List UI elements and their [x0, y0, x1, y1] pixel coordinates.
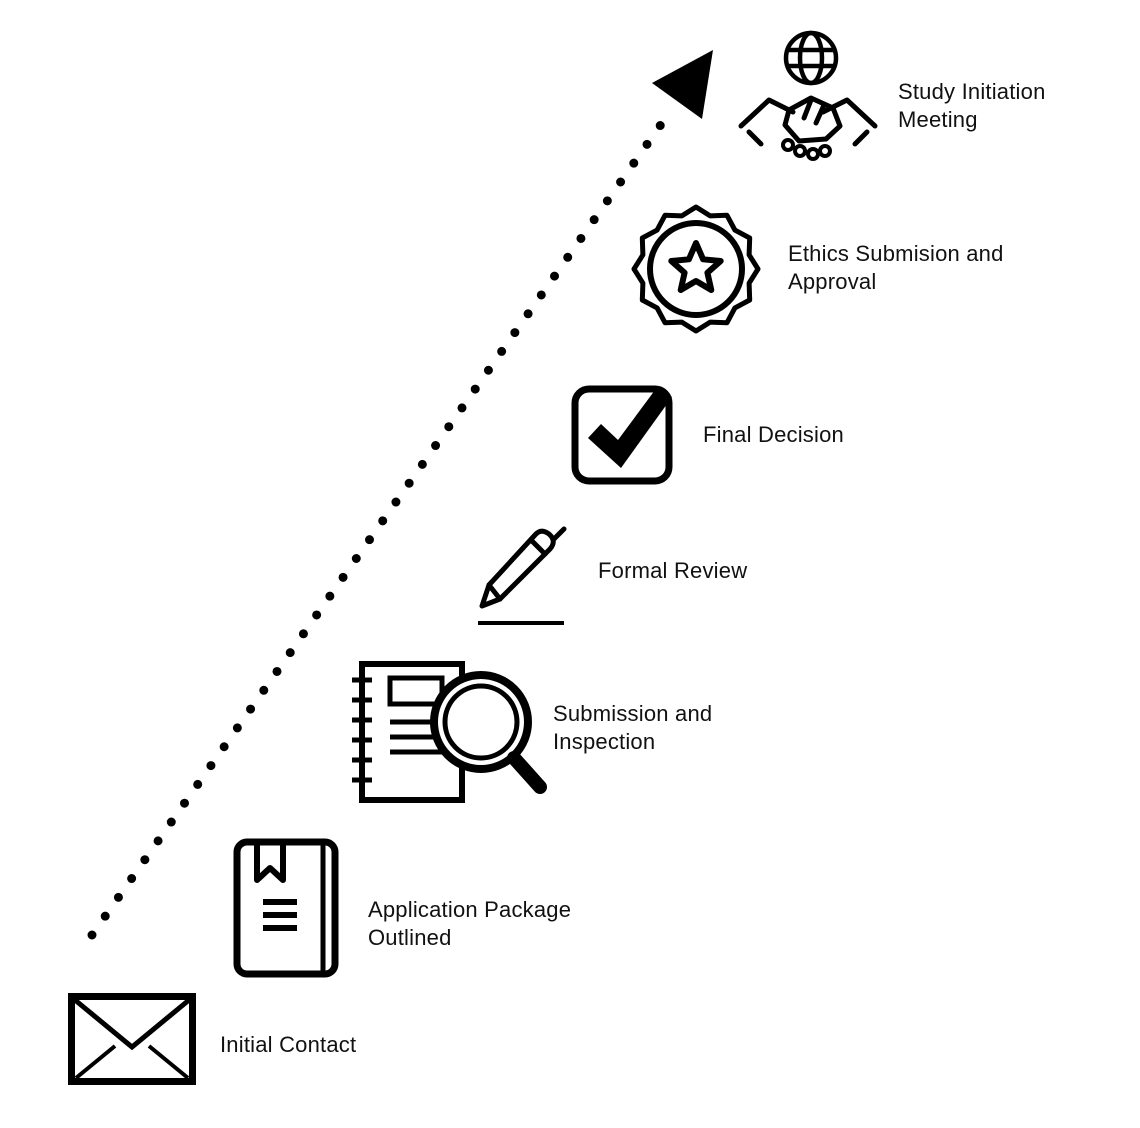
envelope-icon — [68, 993, 196, 1085]
notebook-magnifier-icon — [352, 661, 547, 803]
step-label-formal-review: Formal Review — [598, 558, 748, 583]
step-label-application-package: Application Package Outlined — [368, 897, 572, 950]
arrowhead-icon — [652, 50, 713, 119]
step-label-final-decision: Final Decision — [703, 422, 844, 447]
book-bookmark-icon — [233, 838, 339, 978]
step-label-ethics-approval: Ethics Submision and Approval — [788, 241, 1004, 294]
dotted-line — [87, 118, 667, 940]
handshake-globe-icon — [738, 30, 878, 161]
step-label-submission-inspection: Submission and Inspection — [553, 701, 713, 754]
step-label-study-initiation: Study Initiation Meeting — [898, 79, 1046, 132]
seal-star-icon — [631, 204, 761, 334]
pen-icon — [478, 526, 567, 625]
checkbox-checkmark-icon — [571, 385, 673, 485]
step-label-initial-contact: Initial Contact — [220, 1032, 357, 1057]
